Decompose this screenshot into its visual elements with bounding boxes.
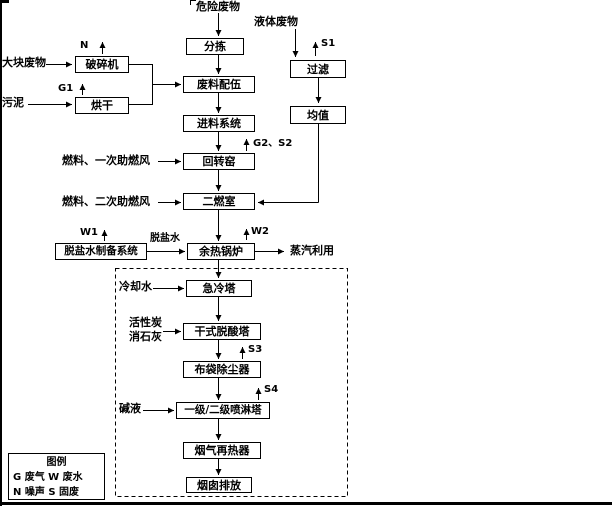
scan-edge-bottom [0, 502, 612, 505]
label-water-w1: W1 [80, 227, 98, 238]
node-stack-emission: 烟囱排放 [186, 477, 252, 493]
label-slaked-lime: 消石灰 [129, 330, 162, 343]
node-waste-heat-boiler: 余热锅炉 [187, 243, 255, 260]
node-secondary-chamber: 二燃室 [183, 193, 255, 210]
label-fuel-primary-air: 燃料、一次助燃风 [62, 154, 150, 167]
label-solid-s4: S4 [264, 384, 279, 395]
node-dry-deacid-tower: 干式脱酸塔 [183, 323, 261, 340]
label-bulk-waste: 大块废物 [2, 56, 46, 69]
node-blending: 废料配伍 [183, 76, 255, 93]
legend-title: 图例 [46, 457, 67, 468]
node-homogenizer: 均值 [290, 106, 346, 124]
node-bag-filter: 布袋除尘器 [183, 361, 261, 378]
label-noise-n: N [80, 40, 89, 51]
label-hazardous-waste: 危险废物 [196, 0, 240, 13]
label-g2-s2: G2、S2 [253, 138, 293, 149]
node-feeding-system: 进料系统 [183, 115, 255, 132]
label-solid-s3: S3 [248, 344, 263, 355]
node-quench-tower: 急冷塔 [186, 280, 252, 297]
label-demin-water: 脱盐水 [150, 233, 180, 244]
node-dryer: 烘干 [75, 97, 129, 114]
scan-edge-left [0, 0, 2, 506]
label-alkali-liquor: 碱液 [119, 402, 141, 415]
node-demin-water-system: 脱盐水制备系统 [55, 243, 147, 260]
flue-gas-treatment-boundary [115, 268, 348, 497]
legend-row-gas-water: G 废气 W 废水 [13, 472, 83, 483]
node-filter: 过滤 [290, 60, 346, 78]
label-steam-use: 蒸汽利用 [290, 244, 334, 257]
node-rotary-kiln: 回转窑 [183, 153, 255, 170]
node-spray-tower: 一级/二级喷淋塔 [176, 402, 270, 419]
label-gas-g1: G1 [58, 83, 74, 94]
node-flue-gas-reheater: 烟气再热器 [183, 442, 261, 459]
label-fuel-secondary-air: 燃料、二次助燃风 [62, 195, 150, 208]
label-solid-s1: S1 [321, 38, 336, 49]
legend-row-noise-solid: N 噪声 S 固废 [13, 487, 80, 498]
label-cooling-water: 冷却水 [119, 280, 152, 293]
label-water-w2: W2 [251, 226, 269, 237]
scan-tick-above-title [190, 0, 196, 5]
node-crusher: 破碎机 [75, 56, 129, 73]
label-sludge: 污泥 [2, 96, 24, 109]
legend-box: 图例 G 废气 W 废水 N 噪声 S 固废 [8, 453, 105, 500]
node-sorting: 分拣 [186, 38, 244, 55]
scan-mark-topleft [0, 0, 9, 3]
label-activated-carbon: 活性炭 [129, 316, 162, 329]
label-liquid-waste: 液体废物 [254, 15, 298, 28]
